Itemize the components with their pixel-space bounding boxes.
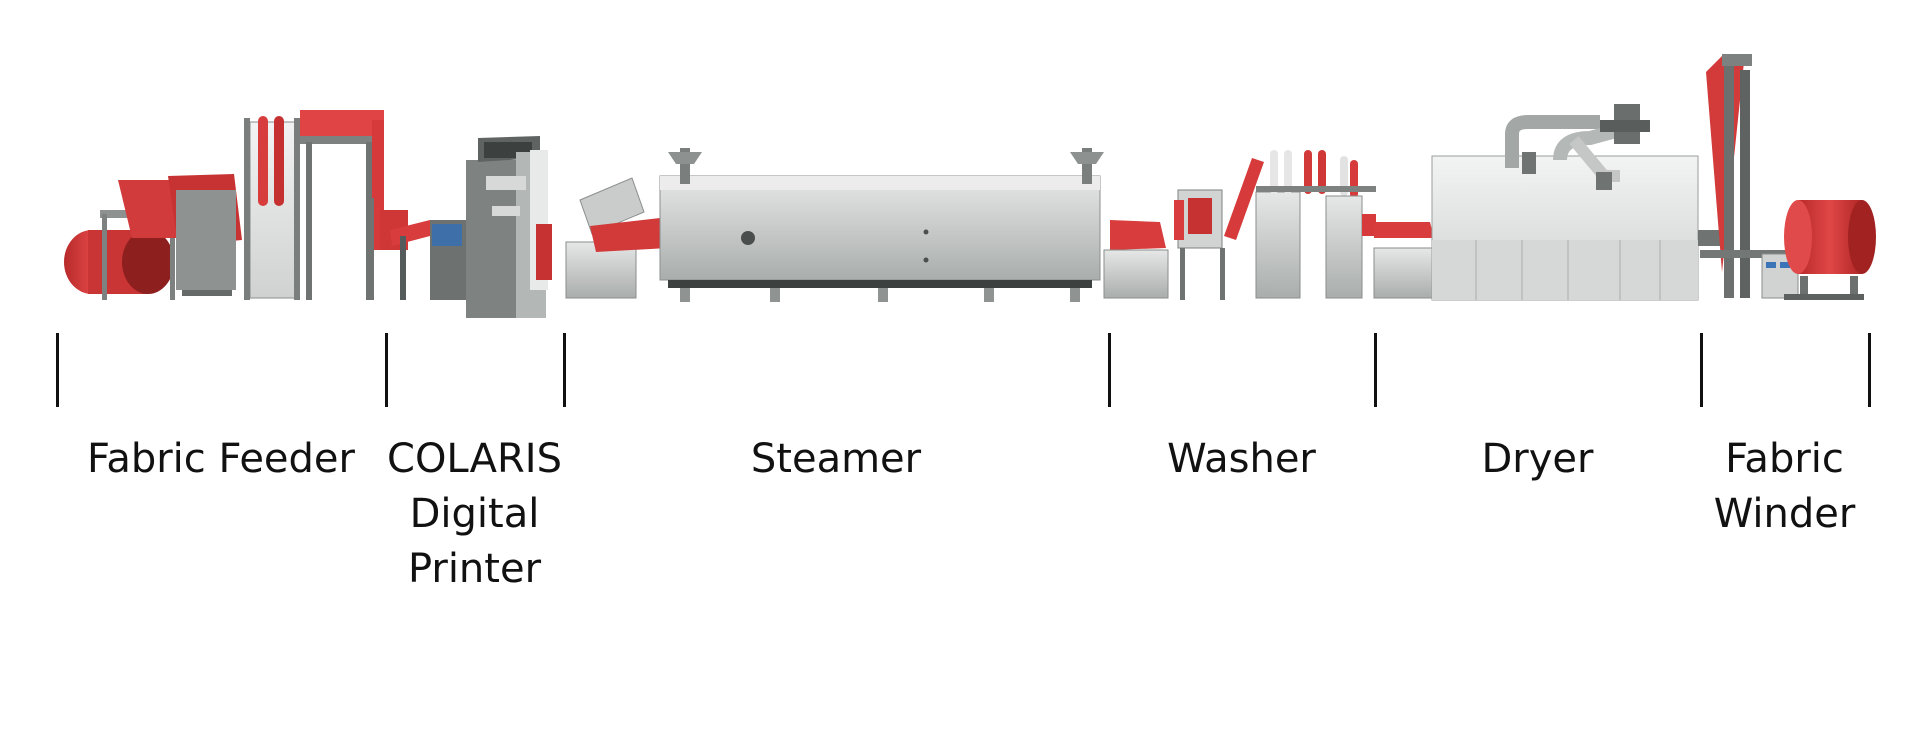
label-steamer: Steamer xyxy=(565,432,1107,487)
section-divider xyxy=(1108,333,1111,407)
label-line: Digital xyxy=(409,491,540,537)
label-fabric-winder: Fabric Winder xyxy=(1702,432,1867,542)
section-divider xyxy=(563,333,566,407)
label-line: Printer xyxy=(407,546,542,592)
label-washer: Washer xyxy=(1110,432,1373,487)
section-divider xyxy=(1374,333,1377,407)
label-dryer: Dryer xyxy=(1376,432,1699,487)
label-line: Winder xyxy=(1713,491,1856,537)
section-divider xyxy=(56,333,59,407)
dryer-machine xyxy=(1373,104,1699,301)
fabric-winder-machine xyxy=(1698,54,1876,300)
label-line: Fabric Feeder xyxy=(87,436,355,482)
washer-machine xyxy=(1174,150,1376,300)
label-line: COLARIS xyxy=(387,436,562,482)
steamer-machine xyxy=(565,148,1169,302)
section-divider xyxy=(1868,333,1871,407)
fabric-feeder-machine xyxy=(64,110,408,300)
label-line: Steamer xyxy=(750,436,922,482)
label-line: Fabric xyxy=(1725,436,1844,482)
colaris-printer-machine xyxy=(390,136,552,318)
label-colaris-printer: COLARIS Digital Printer xyxy=(387,432,562,597)
label-line: Washer xyxy=(1167,436,1316,482)
label-line: Dryer xyxy=(1481,436,1594,482)
label-fabric-feeder: Fabric Feeder xyxy=(58,432,384,487)
section-divider xyxy=(1700,333,1703,407)
production-line-illustration xyxy=(64,54,1876,318)
section-divider xyxy=(385,333,388,407)
